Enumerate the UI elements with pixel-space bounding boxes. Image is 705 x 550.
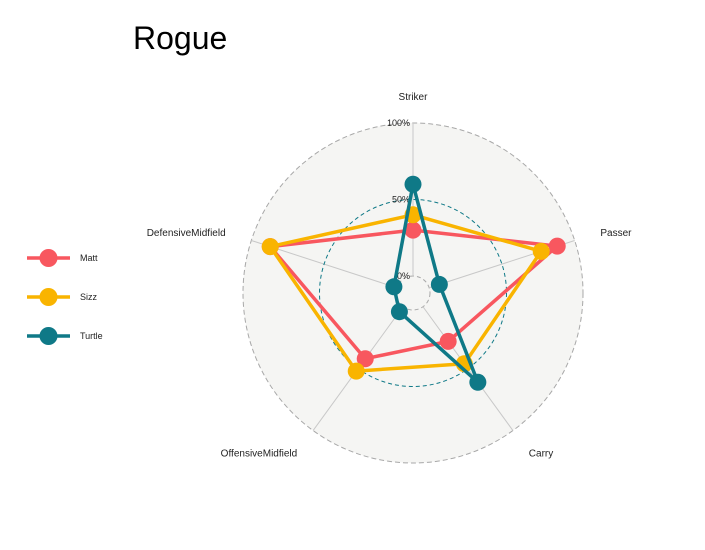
- data-point: [532, 242, 550, 260]
- radar-axis-label: Passer: [600, 228, 632, 239]
- data-point: [430, 275, 448, 293]
- series-turtle: [385, 175, 487, 391]
- chart-title: Rogue: [133, 20, 228, 56]
- radar-grid-labels: 0% 50% 100%: [387, 118, 410, 281]
- series-line: [268, 228, 559, 361]
- legend-item-matt: Matt: [27, 249, 98, 267]
- data-point: [404, 221, 422, 239]
- data-point: [390, 303, 408, 321]
- radar-grid-label: 0%: [397, 271, 410, 281]
- data-point: [469, 373, 487, 391]
- legend-marker: [39, 288, 58, 306]
- legend-label: Sizz: [80, 292, 98, 302]
- radar-mid-ring: [319, 199, 507, 387]
- legend-label: Turtle: [80, 331, 103, 341]
- data-point: [385, 278, 403, 296]
- data-point: [356, 350, 374, 368]
- radar-axis-label: Striker: [399, 92, 429, 103]
- radar-grid-rings: [319, 199, 507, 387]
- data-point: [548, 237, 566, 255]
- series-line: [268, 213, 543, 373]
- radar-axis-label: DefensiveMidfield: [147, 228, 226, 239]
- data-point: [261, 238, 279, 256]
- data-point: [347, 362, 365, 380]
- legend-label: Matt: [80, 253, 98, 263]
- legend-item-turtle: Turtle: [27, 327, 103, 345]
- radar-series: [261, 175, 566, 391]
- legend-marker: [39, 249, 58, 267]
- data-point: [404, 175, 422, 193]
- series-line: [392, 182, 480, 385]
- radar-axis-label: OffensiveMidfield: [221, 448, 298, 459]
- radar-axis-label: Carry: [529, 448, 553, 459]
- radar-grid-label: 100%: [387, 118, 410, 128]
- radar-grid-label: 50%: [392, 195, 410, 205]
- data-point: [439, 332, 457, 350]
- legend-marker: [39, 327, 58, 345]
- legend-item-sizz: Sizz: [27, 288, 98, 306]
